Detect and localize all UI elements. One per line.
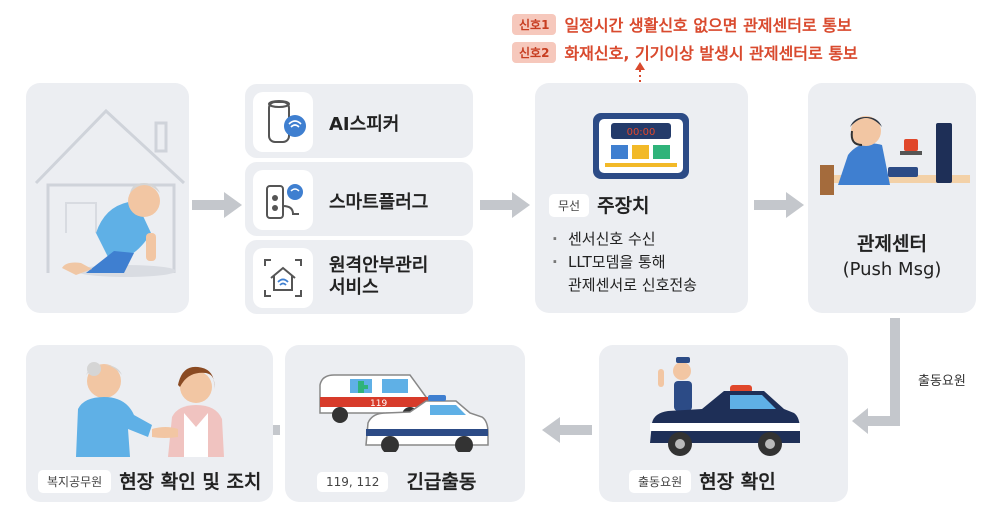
welfare-title: 현장 확인 및 조치 [119, 471, 262, 493]
flow-arrow-3 [754, 192, 804, 218]
hub-device-illustration: 00:00 [593, 113, 689, 179]
service-ai-speaker: AI스피커 [245, 84, 473, 158]
hub-badge: 무선 [549, 194, 590, 217]
ai-speaker-icon [253, 92, 313, 152]
flow-arrow-1 [192, 192, 242, 218]
hub-bullet-1: 센서신호 수신 [550, 228, 697, 251]
flow-arrow-elbow [852, 318, 900, 434]
emergency-panel: 119 119, 112 긴급출동 [285, 345, 525, 502]
emergency-badge: 119, 112 [317, 472, 389, 492]
emergency-title-row: 119, 112 긴급출동 [317, 467, 476, 494]
service-smart-plug: 스마트플러그 [245, 162, 473, 236]
field-check-badge: 출동요원 [629, 470, 692, 493]
control-center-title: 관제센터 [857, 233, 927, 255]
control-center-panel: 관제센터 (Push Msg) [808, 83, 976, 313]
smart-plug-icon [253, 170, 313, 230]
operator-illustration [820, 116, 970, 195]
service-smart-plug-label: 스마트플러그 [329, 192, 429, 213]
emergency-title: 긴급출동 [406, 471, 477, 493]
field-check-panel: 출동요원 현장 확인 [599, 345, 848, 502]
signal-2-badge: 신호2 [512, 42, 557, 63]
emergency-vehicles-illustration: 119 [319, 374, 489, 452]
service-ai-speaker-label: AI스피커 [329, 114, 400, 135]
elderly-fallen-illustration [34, 108, 186, 277]
signal-2: 신호2 화재신호, 기기이상 발생시 관제센터로 통보 [512, 40, 858, 64]
ambulance-number: 119 [370, 399, 387, 409]
flow-arrow-4 [542, 417, 592, 443]
hub-bullets: 센서신호 수신 LLT모뎀을 통해 관제센서로 신호전송 [550, 228, 697, 297]
service-remote-care: 원격안부관리 서비스 [245, 240, 473, 314]
hub-bullet-2: LLT모뎀을 통해 [550, 251, 697, 274]
service-remote-care-line2: 서비스 [329, 277, 379, 298]
hub-display: 00:00 [627, 127, 656, 138]
elderly-home-panel [26, 83, 189, 313]
flow-arrow-2 [480, 192, 530, 218]
field-check-title: 현장 확인 [699, 471, 776, 493]
dispatch-label: 출동요원 [918, 374, 966, 389]
signal-1-badge: 신호1 [512, 14, 557, 35]
control-center-text: 관제센터 (Push Msg) [808, 231, 976, 283]
signal-1: 신호1 일정시간 생활신호 없으면 관제센터로 통보 [512, 12, 852, 36]
hub-panel: 00:00 무선 주장치 [535, 83, 748, 313]
service-remote-care-line1: 원격안부관리 [329, 255, 429, 276]
signal-2-text: 화재신호, 기기이상 발생시 관제센터로 통보 [564, 44, 858, 63]
welfare-title-row: 복지공무원 현장 확인 및 조치 [38, 467, 261, 494]
hub-title: 주장치 [597, 195, 650, 217]
welfare-panel: 복지공무원 현장 확인 및 조치 [26, 345, 273, 502]
signal-1-text: 일정시간 생활신호 없으면 관제센터로 통보 [564, 16, 852, 35]
service-remote-care-label: 원격안부관리 서비스 [329, 255, 428, 299]
welfare-visit-illustration [76, 362, 224, 457]
hub-bullet-3: 관제센서로 신호전송 [568, 276, 697, 294]
field-check-title-row: 출동요원 현장 확인 [629, 467, 776, 494]
police-car-illustration [650, 357, 800, 456]
control-center-subtitle: (Push Msg) [842, 259, 942, 280]
smart-home-icon [253, 248, 313, 308]
welfare-badge: 복지공무원 [38, 470, 112, 493]
hub-title-row: 무선 주장치 [549, 191, 650, 218]
